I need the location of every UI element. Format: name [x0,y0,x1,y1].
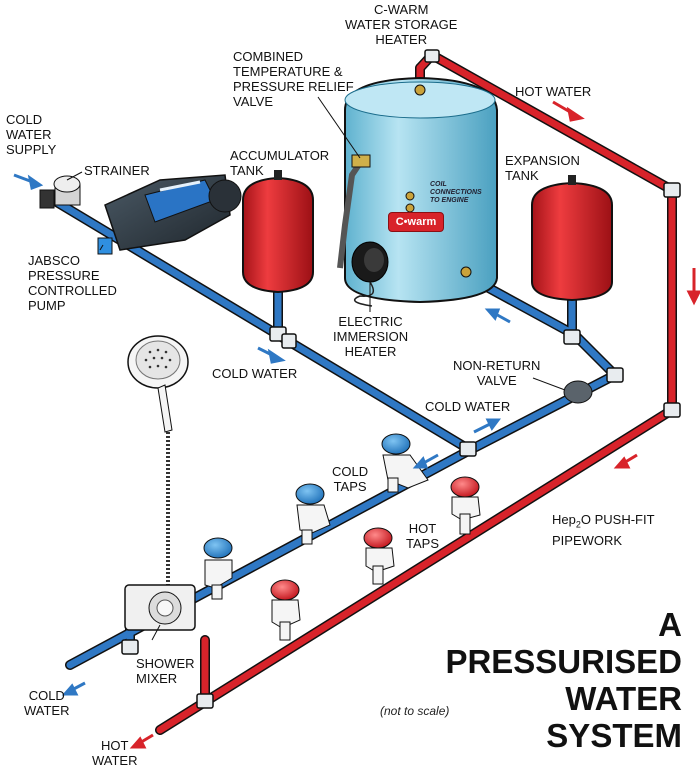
cold-water-out-label: COLD WATER [24,688,70,718]
shower-mixer-label: SHOWER MIXER [136,656,195,686]
title-line-4: SYSTEM [546,717,682,754]
accumulator-tank-label: ACCUMULATOR TANK [230,148,330,178]
cold-taps-label: COLD TAPS [332,464,369,494]
immersion-heater-label: ELECTRIC IMMERSION HEATER [333,314,409,359]
jabsco-pump [97,174,242,255]
hot-water-out-label: HOT WATER [92,738,138,768]
non-return-valve-label: NON-RETURN VALVE [453,358,541,388]
pipe-fittings [121,49,681,709]
hot-tap-3[interactable] [450,476,481,535]
hot-taps-label: HOT TAPS [406,521,439,551]
cold-water-label-1: COLD WATER [212,366,298,381]
jabsco-pump-label: JABSCO PRESSURE CONTROLLED PUMP [28,253,117,313]
diagram-title: A PRESSURISED WATER SYSTEM [445,606,682,754]
expansion-tank [531,175,613,302]
combined-valve-label: COMBINED TEMPERATURE & PRESSURE RELIEF V… [233,49,354,109]
accumulator-tank [242,170,314,294]
cwarm-logo: C•warm [388,212,444,232]
cold-water-label-2: COLD WATER [425,399,511,414]
shower-head[interactable] [127,335,189,433]
shower [124,335,196,631]
cwarm-heater-label: C-WARM WATER STORAGE HEATER [345,2,458,47]
title-line-3: WATER [565,680,682,717]
expansion-tank-label: EXPANSION TANK [505,153,580,183]
cold-tap-1[interactable] [203,537,233,600]
cold-tap-2[interactable] [295,483,331,545]
strainer [39,175,81,209]
title-line-2: PRESSURISED [445,643,682,680]
hot-tap-1[interactable] [270,579,301,641]
hot-taps [270,476,481,641]
cold-water-supply-label: COLD WATER SUPPLY [6,112,57,157]
strainer-label: STRAINER [84,163,150,178]
scale-note: (not to scale) [380,704,450,718]
flow-arrows [13,100,700,749]
non-return-valve [563,380,593,404]
cwarm-water-heater [337,76,498,307]
cold-tap-3[interactable] [381,433,429,493]
hot-water-top-label: HOT WATER [515,84,592,99]
shower-mixer[interactable] [124,584,196,631]
leader-lines [66,96,566,641]
coil-connections-label: COIL CONNECTIONS TO ENGINE [430,181,482,204]
title-line-1: A [658,606,682,643]
hot-tap-2[interactable] [363,527,395,585]
cold-taps [203,433,429,600]
